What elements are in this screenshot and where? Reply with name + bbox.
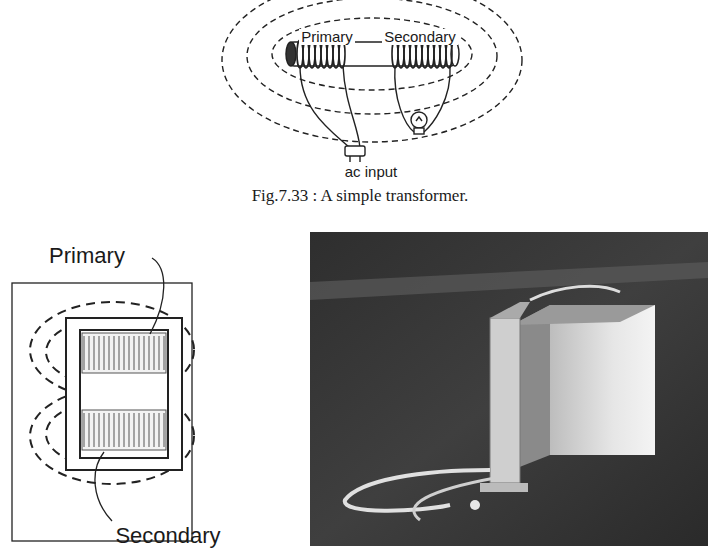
lamp-part: [424, 66, 450, 132]
lamp-part: [414, 128, 424, 134]
winding-wire: [99, 336, 100, 370]
field-lines-top-part: [247, 0, 497, 114]
coil-label: Secondary: [382, 29, 458, 46]
winding-wire: [154, 336, 155, 370]
winding-wire: [164, 413, 165, 447]
transformer-photo-part: [310, 232, 708, 546]
winding-wire: [124, 413, 125, 447]
winding-wire: [109, 336, 110, 370]
iron-core: [66, 318, 182, 470]
winding-wire: [124, 336, 125, 370]
input-wires: [300, 66, 365, 162]
input-wires-part: [300, 66, 350, 148]
input-label: ac input: [343, 164, 400, 181]
field-lines-top: [222, 0, 522, 142]
winding-wire: [134, 413, 135, 447]
winding-wire: [114, 336, 115, 370]
transformer-photo-part: [310, 262, 708, 300]
iron-core-part: [80, 330, 168, 458]
transformer-photo-part: [550, 305, 655, 455]
winding-wire: [94, 413, 95, 447]
winding-wire: [144, 413, 145, 447]
winding-wire: [84, 336, 85, 370]
core-windings: [82, 333, 166, 450]
winding-wire: [134, 336, 135, 370]
winding-wire: [99, 413, 100, 447]
field-lines-core: [30, 302, 194, 484]
winding-wire: [119, 413, 120, 447]
lamp-part: [411, 112, 427, 128]
input-wires-part: [349, 156, 350, 162]
winding-wire: [139, 413, 140, 447]
winding-wire: [114, 413, 115, 447]
leader-lines-part: [150, 258, 164, 334]
frame: [12, 283, 192, 541]
winding-wire: [104, 336, 105, 370]
winding-wire: [129, 413, 130, 447]
input-wires-part: [343, 66, 360, 148]
winding-wire: [149, 336, 150, 370]
coil-tube-part: [286, 42, 296, 66]
winding-wire: [159, 413, 160, 447]
coil-label: Primary: [299, 29, 355, 46]
lamp: [395, 66, 450, 134]
transformer-photo-part: [470, 500, 480, 510]
winding-wire: [159, 336, 160, 370]
figure-caption: Fig.7.33 : A simple transformer.: [252, 187, 469, 206]
lamp-part: [416, 117, 422, 121]
winding-wire: [139, 336, 140, 370]
winding-block: [82, 333, 166, 373]
transformer-photo-part: [480, 483, 528, 492]
transformer-photo-part: [490, 302, 530, 318]
input-wires-part: [359, 156, 360, 162]
winding-wire: [89, 336, 90, 370]
winding-wire: [149, 413, 150, 447]
winding-wire: [154, 413, 155, 447]
leader-lines-part: [95, 452, 112, 521]
winding-wire: [94, 336, 95, 370]
winding-wire: [84, 413, 85, 447]
winding-block: [82, 410, 166, 450]
winding-wire: [89, 413, 90, 447]
field-lines-top-part: [222, 0, 522, 142]
winding-wire: [164, 336, 165, 370]
field-lines-top-part: [272, 18, 472, 90]
transformer-photo-part: [490, 318, 520, 483]
transformer-photo-part: [512, 305, 655, 325]
iron-core-part: [66, 318, 182, 470]
winding-wire: [129, 336, 130, 370]
winding-wire: [104, 413, 105, 447]
transformer-photo: [310, 232, 708, 546]
part-label: Primary: [49, 244, 125, 268]
winding-wire: [109, 413, 110, 447]
winding-wire: [119, 336, 120, 370]
input-wires-part: [345, 146, 365, 156]
part-label: Secondary: [115, 524, 220, 548]
transformer-photo-part: [414, 478, 495, 520]
leader-lines: [95, 258, 164, 521]
winding-wire: [144, 336, 145, 370]
transformer-photo-part: [530, 286, 620, 300]
